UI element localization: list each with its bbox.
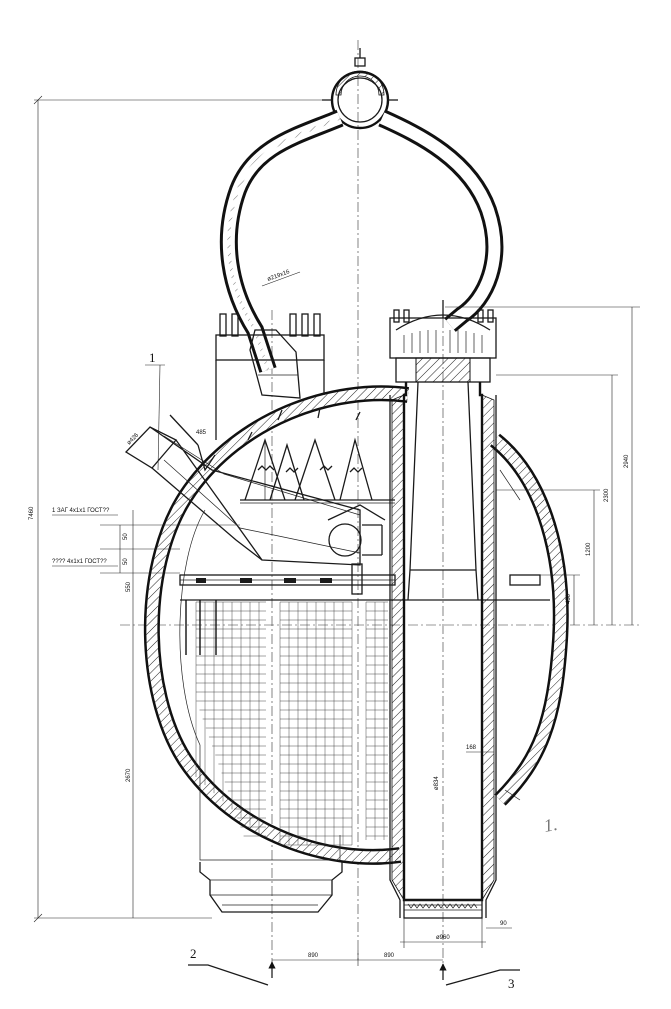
- note-upper: 1 ЗАГ 4х1х1 ГОСТ??: [52, 508, 110, 514]
- diameter-834: ø834: [434, 776, 440, 790]
- nozzle-length: 485: [196, 430, 207, 436]
- dim-1200: 1200: [586, 542, 592, 556]
- dimensions-right: 2940 2300 1200 450 168 ø834 ø960 90: [400, 306, 640, 948]
- main-vessel: [143, 385, 569, 865]
- dim-2670: 2670: [126, 768, 132, 782]
- tube-block: [195, 601, 266, 837]
- section-mark-right: 3: [508, 976, 515, 991]
- bottom-dimensions: 890 890 2 3: [188, 946, 520, 991]
- dimensions-left: 7460 50 50 550 2670 1 ЗАГ 4х1х1 ГОСТ?? ?…: [29, 95, 330, 923]
- top-header-collector: [322, 48, 398, 130]
- left-studs: [219, 313, 321, 337]
- section-line-right: [445, 969, 520, 986]
- right-studs: [393, 309, 494, 323]
- tube-bundle-grid: [185, 600, 388, 846]
- handwritten-mark: 1.: [542, 814, 559, 836]
- shaft-circle: [328, 523, 362, 557]
- tube-block: [279, 601, 353, 846]
- dim-2300: 2300: [604, 488, 610, 502]
- span-left: 890: [308, 953, 319, 959]
- note-lower: ???? 4х1х1 ГОСТ??: [52, 559, 107, 565]
- header-inner: [337, 77, 383, 123]
- left-housing: [199, 313, 343, 913]
- dim-50-b: 50: [123, 558, 129, 565]
- tube-block: [365, 601, 388, 840]
- span-right: 890: [384, 953, 395, 959]
- dim-90: 90: [500, 921, 507, 927]
- dim-168: 168: [466, 745, 477, 751]
- loop-pipe: ø219х16: [219, 109, 504, 399]
- overall-height-label: 7460: [29, 506, 35, 520]
- dim-450: 450: [566, 593, 572, 604]
- distribution-plate: [179, 563, 550, 601]
- callout-1: 1: [149, 350, 156, 365]
- section-line-left: [188, 964, 269, 986]
- section-mark-left: 2: [190, 946, 197, 961]
- pipe-leader: [261, 271, 301, 287]
- pipe-size-label: ø219х16: [267, 269, 292, 283]
- diameter-960: ø960: [436, 935, 450, 941]
- dim-2940: 2940: [624, 454, 630, 468]
- dim-50-a: 50: [123, 533, 129, 540]
- separator-units: [240, 407, 395, 504]
- dim-550: 550: [126, 581, 132, 592]
- right-column: [389, 300, 521, 919]
